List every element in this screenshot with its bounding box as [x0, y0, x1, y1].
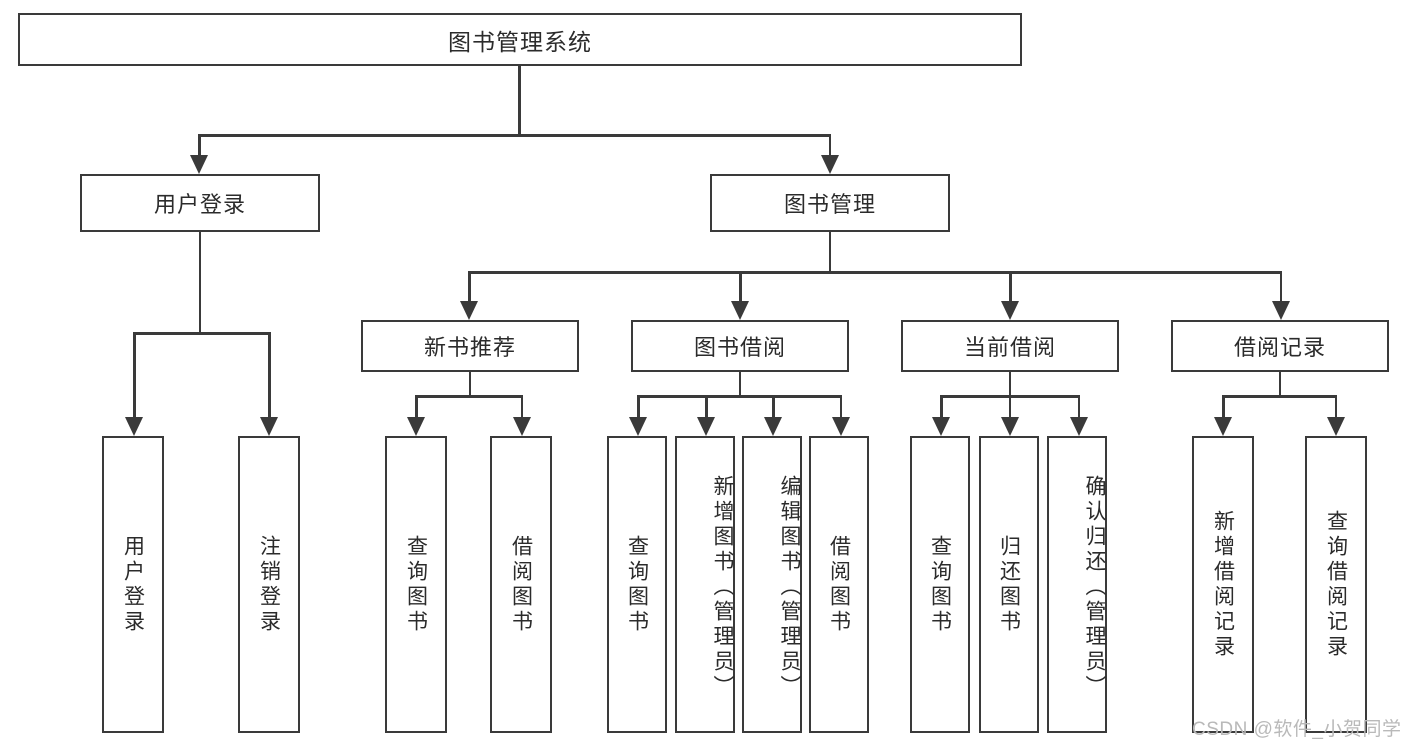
watermark-csdn: CSDN @软件_小贺同学 [1192, 719, 1402, 740]
leaf-br-add-record[interactable]: 新增借阅记录 [1192, 436, 1254, 733]
arrowhead-cb-leaf-3 [1069, 417, 1088, 436]
arrowhead-bb-leaf-1 [629, 417, 648, 436]
connector-root-to-user-login [198, 134, 201, 155]
node-book-management-label: 图书管理 [783, 192, 876, 217]
node-new-book-recommend[interactable]: 新书推荐 [361, 320, 579, 372]
arrowhead-cb-leaf-1 [932, 417, 951, 436]
arrowhead-bm-to-borrow-record [1271, 301, 1290, 320]
connector-br-to-leaf-1 [1222, 395, 1225, 417]
leaf-label: 借阅图书 [509, 534, 533, 635]
leaf-label: 查询借阅记录 [1324, 509, 1348, 660]
node-root-label: 图书管理系统 [448, 28, 592, 55]
arrowhead-nbr-leaf-2 [512, 417, 531, 436]
leaf-bb-query-book[interactable]: 查询图书 [607, 436, 667, 733]
leaf-label: 借阅图书 [827, 534, 851, 635]
connector-bb-to-leaf-1 [637, 395, 640, 417]
arrowhead-root-to-user-login [190, 155, 209, 174]
leaf-user-login-login[interactable]: 用户登录 [102, 436, 164, 733]
leaf-label: 查询图书 [625, 534, 649, 635]
leaf-label: 新增图书（管理员） [711, 475, 734, 700]
connector-cb-stem [1008, 372, 1012, 397]
connector-bm-to-new-book [468, 271, 471, 302]
leaf-label: 编辑图书（管理员） [778, 475, 801, 700]
arrowhead-cb-leaf-2 [1001, 417, 1019, 436]
node-borrow-record-label: 借阅记录 [1233, 335, 1326, 360]
connector-user-login-to-leaf-2 [268, 332, 271, 417]
arrowhead-br-leaf-2 [1326, 417, 1345, 436]
connector-root-to-book-management [828, 134, 831, 155]
arrowhead-bm-to-book-borrow [731, 301, 750, 320]
node-root-book-management-system[interactable]: 图书管理系统 [18, 13, 1022, 66]
connector-br-stem [1278, 372, 1282, 397]
node-book-borrow-label: 图书借阅 [693, 335, 786, 360]
connector-cb-to-leaf-1 [940, 395, 943, 417]
connector-user-login-bus [133, 332, 270, 335]
connector-br-to-leaf-2 [1334, 395, 1337, 417]
connector-cb-to-leaf-2 [1008, 395, 1012, 417]
arrowhead-user-login-leaf-1 [125, 417, 144, 436]
arrowhead-br-leaf-1 [1214, 417, 1233, 436]
leaf-cb-query-book[interactable]: 查询图书 [910, 436, 970, 733]
leaf-cb-return-book[interactable]: 归还图书 [979, 436, 1039, 733]
connector-root-bus [198, 134, 831, 137]
node-current-borrow-label: 当前借阅 [963, 335, 1056, 360]
connector-bm-to-borrow-record [1279, 271, 1282, 302]
node-book-management[interactable]: 图书管理 [710, 174, 950, 232]
leaf-label: 新增借阅记录 [1211, 509, 1235, 660]
leaf-nbr-query-book[interactable]: 查询图书 [385, 436, 447, 733]
connector-user-login-stem [198, 232, 202, 334]
arrowhead-root-to-book-management [820, 155, 839, 174]
leaf-user-login-logout[interactable]: 注销登录 [238, 436, 300, 733]
connector-bb-to-leaf-4 [839, 395, 842, 417]
connector-bb-stem [738, 372, 742, 397]
leaf-label: 归还图书 [997, 534, 1021, 635]
leaf-bb-borrow-book[interactable]: 借阅图书 [809, 436, 869, 733]
connector-bm-to-current-borrow [1009, 271, 1012, 302]
connector-nbr-to-leaf-2 [520, 395, 523, 417]
node-user-login-label: 用户登录 [153, 192, 246, 217]
leaf-nbr-borrow-book[interactable]: 借阅图书 [490, 436, 552, 733]
arrowhead-bm-to-current-borrow [1001, 301, 1020, 320]
connector-book-management-stem [828, 232, 831, 273]
leaf-label: 确认归还（管理员） [1083, 475, 1106, 700]
leaf-bb-add-book-admin[interactable]: 新增图书（管理员） [675, 436, 735, 733]
node-borrow-record[interactable]: 借阅记录 [1171, 320, 1389, 372]
connector-bb-to-leaf-3 [772, 395, 775, 417]
connector-nbr-bus [415, 395, 523, 398]
connector-book-management-bus [468, 271, 1282, 274]
connector-nbr-stem [468, 372, 472, 397]
arrowhead-nbr-leaf-1 [407, 417, 426, 436]
leaf-br-query-record[interactable]: 查询借阅记录 [1305, 436, 1367, 733]
connector-bb-bus [637, 395, 842, 398]
node-book-borrow[interactable]: 图书借阅 [631, 320, 849, 372]
arrowhead-bm-to-new-book [460, 301, 479, 320]
node-new-book-recommend-label: 新书推荐 [423, 335, 516, 360]
connector-nbr-to-leaf-1 [415, 395, 418, 417]
connector-user-login-to-leaf-1 [133, 332, 136, 417]
connector-cb-to-leaf-3 [1077, 395, 1080, 417]
node-user-login[interactable]: 用户登录 [80, 174, 320, 232]
node-current-borrow[interactable]: 当前借阅 [901, 320, 1119, 372]
leaf-label: 查询图书 [928, 534, 952, 635]
connector-br-bus [1222, 395, 1337, 398]
connector-root-stem-main [518, 66, 521, 136]
leaf-cb-confirm-return-admin[interactable]: 确认归还（管理员） [1047, 436, 1107, 733]
arrowhead-user-login-leaf-2 [260, 417, 279, 436]
leaf-bb-edit-book-admin[interactable]: 编辑图书（管理员） [742, 436, 802, 733]
arrowhead-bb-leaf-3 [764, 417, 783, 436]
leaf-label: 注销登录 [257, 534, 281, 635]
leaf-label: 查询图书 [404, 534, 428, 635]
connector-bb-to-leaf-2 [705, 395, 708, 417]
leaf-label: 用户登录 [121, 534, 145, 635]
arrowhead-bb-leaf-2 [697, 417, 716, 436]
arrowhead-bb-leaf-4 [831, 417, 850, 436]
connector-bm-to-book-borrow [739, 271, 742, 302]
